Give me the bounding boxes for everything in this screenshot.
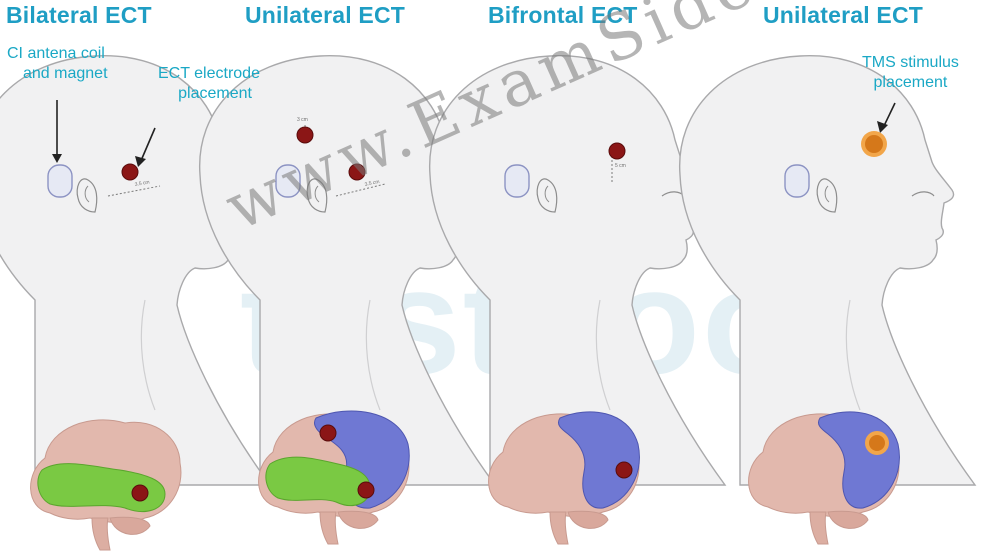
ci-coil-magnet xyxy=(48,165,72,197)
electrode-mark xyxy=(132,485,148,501)
panel-title-unilateral: Unilateral ECT xyxy=(245,2,405,29)
ci-coil-magnet xyxy=(785,165,809,197)
ect-electrode-label-line2: placement xyxy=(158,84,260,104)
tms-label: TMS stimulus placement xyxy=(862,53,959,93)
measure-label-bifrontal: 5 cm xyxy=(615,163,626,169)
ect-electrode xyxy=(297,127,313,143)
ect-electrode xyxy=(349,164,365,180)
panel-title-bilateral: Bilateral ECT xyxy=(6,2,152,29)
cerebellum xyxy=(110,517,150,534)
brain-bilateral xyxy=(31,420,181,550)
ci-coil-magnet xyxy=(276,165,300,197)
brainstem xyxy=(810,512,828,544)
electrode-mark xyxy=(358,482,374,498)
ci-coil-label-line1: CI antena coil xyxy=(7,44,108,64)
electrode-mark xyxy=(320,425,336,441)
measure-label-top: 3 cm xyxy=(297,117,308,123)
ci-coil-label: CI antena coil and magnet xyxy=(7,44,108,84)
brainstem xyxy=(320,512,338,544)
ect-electrode xyxy=(122,164,138,180)
electrode-mark xyxy=(616,462,632,478)
panel-title-unilateral-tms: Unilateral ECT xyxy=(763,2,923,29)
panel-title-bifrontal: Bifrontal ECT xyxy=(488,2,638,29)
tms-label-line1: TMS stimulus xyxy=(862,53,959,73)
ect-electrode xyxy=(609,143,625,159)
ect-electrode-label-line1: ECT electrode xyxy=(158,64,260,84)
ect-electrode-label: ECT electrode placement xyxy=(158,64,260,104)
tms-label-line2: placement xyxy=(862,73,959,93)
tms-marker-core xyxy=(869,435,885,451)
ci-coil-label-line2: and magnet xyxy=(7,64,108,84)
cerebellum xyxy=(338,511,378,528)
brainstem xyxy=(92,518,110,550)
cerebellum xyxy=(568,511,608,528)
brainstem xyxy=(550,512,568,544)
ci-coil-magnet xyxy=(505,165,529,197)
cerebellum xyxy=(828,511,868,528)
tms-stimulus-marker-core xyxy=(865,135,883,153)
